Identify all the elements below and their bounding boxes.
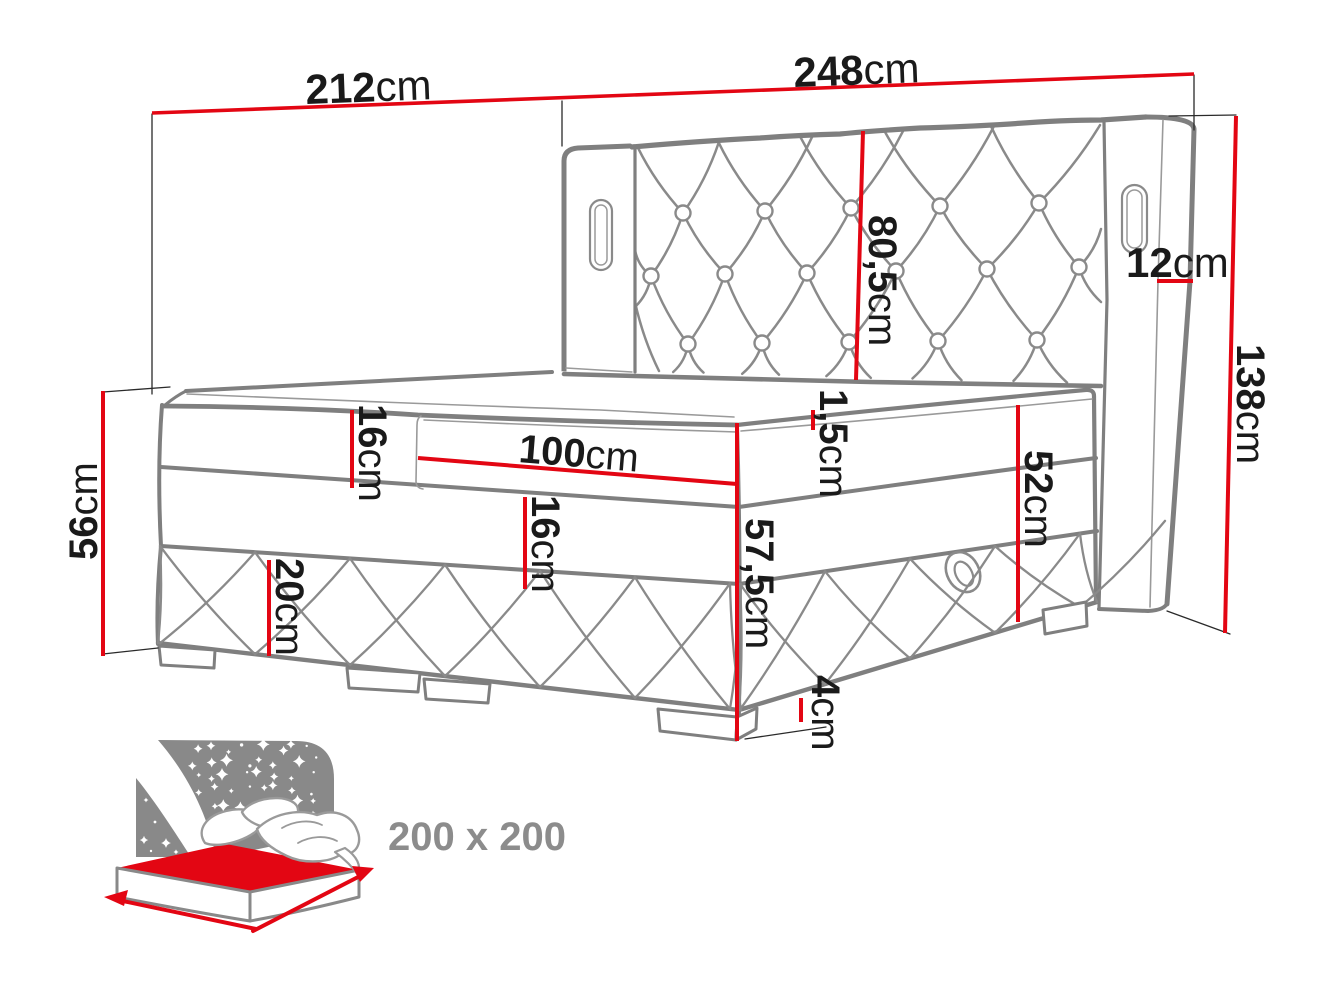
svg-text:1,5cm: 1,5cm bbox=[811, 389, 855, 498]
svg-text:248cm: 248cm bbox=[793, 44, 921, 96]
svg-text:4cm: 4cm bbox=[803, 675, 847, 751]
svg-text:20cm: 20cm bbox=[267, 558, 311, 656]
svg-text:57,5cm: 57,5cm bbox=[737, 518, 781, 649]
svg-text:80,5cm: 80,5cm bbox=[860, 215, 904, 346]
svg-text:52cm: 52cm bbox=[1016, 450, 1060, 548]
svg-text:12cm: 12cm bbox=[1126, 239, 1229, 286]
svg-text:138cm: 138cm bbox=[1228, 344, 1272, 464]
svg-text:16cm: 16cm bbox=[350, 404, 394, 502]
svg-text:212cm: 212cm bbox=[305, 61, 433, 113]
svg-text:16cm: 16cm bbox=[523, 495, 567, 593]
svg-text:200 x 200: 200 x 200 bbox=[388, 815, 566, 859]
svg-text:100cm: 100cm bbox=[517, 427, 640, 480]
svg-text:56cm: 56cm bbox=[62, 462, 106, 560]
